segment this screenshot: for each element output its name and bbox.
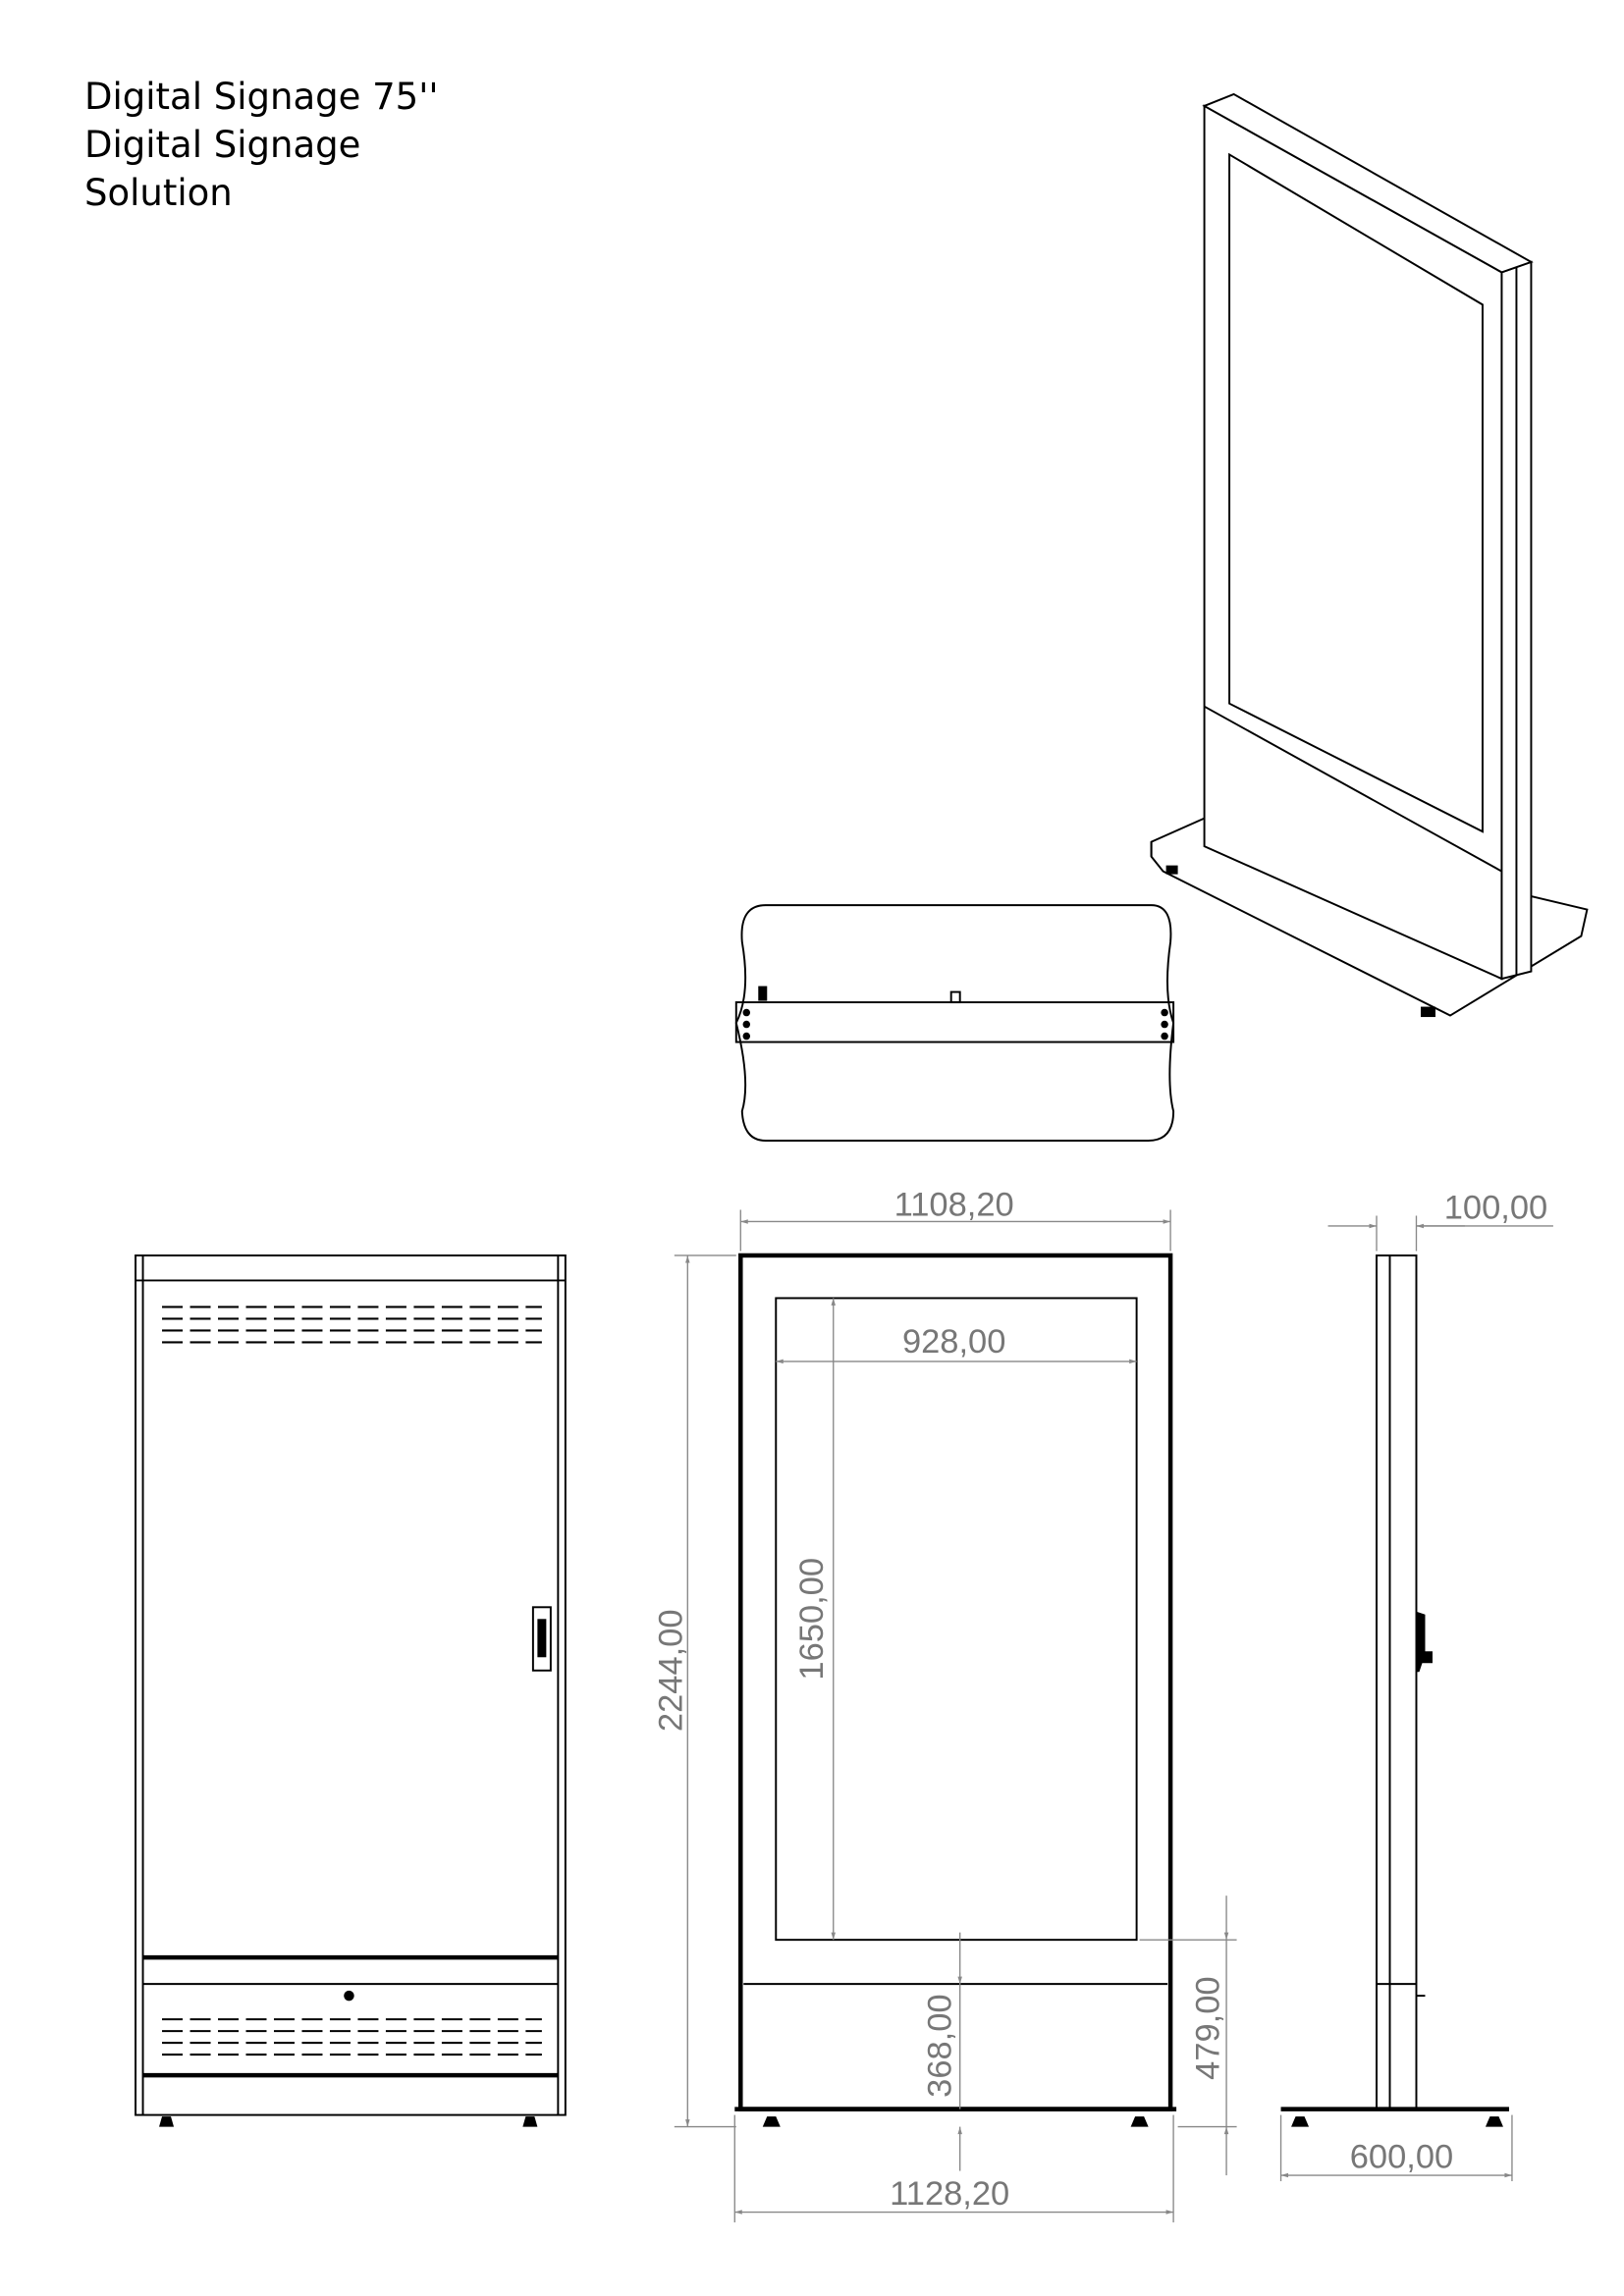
dim-screen-height: 1650,00	[793, 1558, 831, 1681]
top-view	[734, 904, 1175, 1142]
title-line-2: Digital Signage	[84, 124, 361, 166]
foot-icon	[1165, 865, 1178, 875]
dim-overall-height: 2244,00	[652, 1609, 689, 1732]
isometric-view	[1150, 92, 1589, 1018]
drawing-title: Digital Signage 75'' Digital Signage Sol…	[84, 73, 439, 217]
dim-depth: 100,00	[1444, 1189, 1547, 1226]
dim-screen-to-floor: 479,00	[1190, 1976, 1227, 2079]
side-view: 100,00 600,00	[1279, 1189, 1553, 2182]
dim-base-width: 1128,20	[890, 2175, 1009, 2213]
rear-view	[135, 1254, 567, 2127]
foot-icon	[1420, 1006, 1435, 1018]
title-line-1: Digital Signage 75''	[84, 76, 439, 118]
front-view: 1108,20 928,00 2244,00 1650,00 368,00 47…	[652, 1186, 1237, 2223]
dim-overall-width: 1108,20	[894, 1186, 1014, 1223]
lock-icon	[344, 1990, 354, 2002]
title-line-3: Solution	[84, 172, 233, 214]
door-handle-icon	[531, 1606, 552, 1672]
dim-lower-panel-height: 368,00	[922, 1994, 959, 2097]
dim-base-depth: 600,00	[1350, 2139, 1453, 2176]
dim-screen-width: 928,00	[902, 1323, 1005, 1361]
